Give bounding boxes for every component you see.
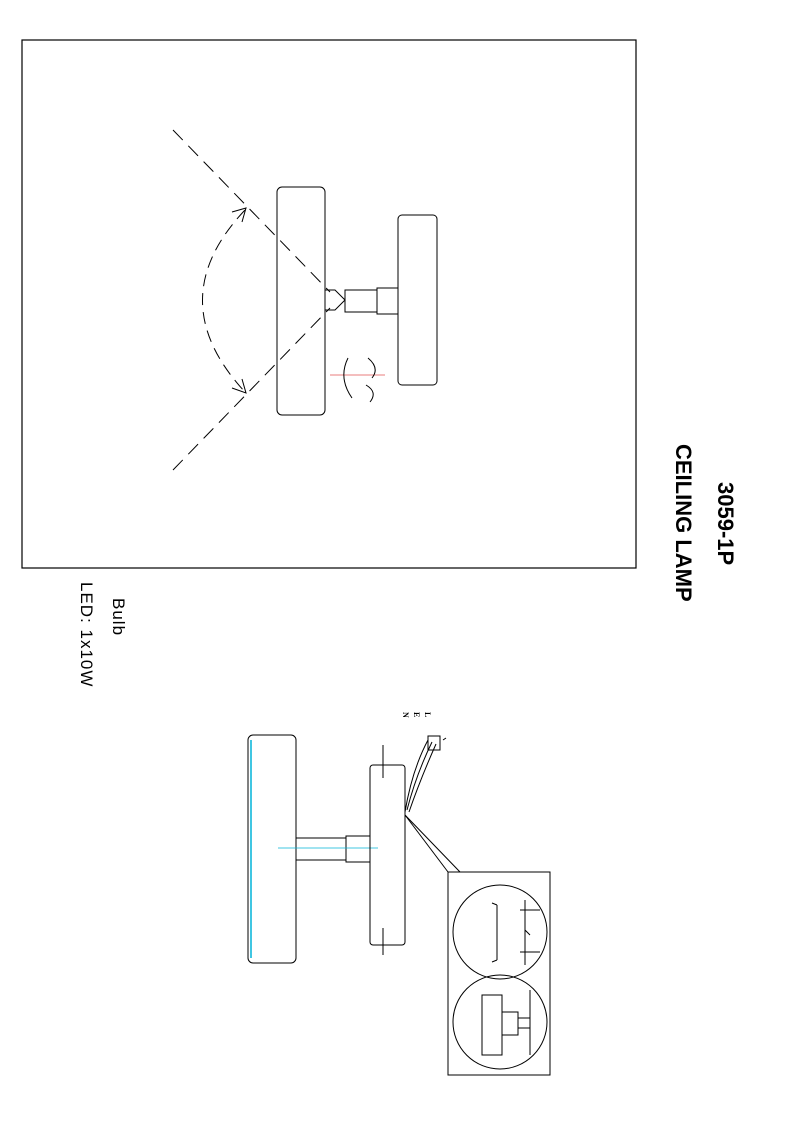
stem-side [295, 837, 347, 861]
ceiling-mount [397, 214, 438, 386]
mount-plate [481, 994, 503, 1056]
stem-sleeve [376, 287, 399, 315]
detail-circle-mount [452, 884, 548, 980]
rotation-arrow-icon [365, 357, 376, 403]
terminal-block [501, 1011, 530, 1036]
beam-angle-line [172, 307, 331, 471]
wire-label-earth: E [412, 712, 421, 718]
stem-sleeve-side [345, 835, 371, 863]
bulb-label: Bulb [109, 598, 128, 637]
leader-line [404, 814, 461, 873]
rotation-arrow-icon [343, 357, 353, 399]
tilt-arc [202, 209, 246, 393]
arrow-head [231, 207, 247, 223]
leader-line [404, 814, 449, 873]
lamp-head-side [247, 734, 297, 964]
lamp-head [276, 186, 326, 416]
detail-circle-wiring [452, 974, 548, 1070]
drawing-frame [21, 39, 637, 569]
detail-inset [447, 871, 551, 1076]
bracket [491, 902, 540, 963]
wire-label-neutral: N [401, 712, 410, 718]
beam-angle-line [172, 129, 331, 293]
wire-label-live: L [423, 712, 432, 718]
wires [404, 739, 437, 813]
model-number: 3059-1P [713, 482, 738, 566]
connector [427, 735, 447, 751]
product-name: CEILING LAMP [671, 444, 696, 602]
bulb-spec: LED: 1x10W [77, 582, 96, 688]
arrow-head [231, 378, 247, 394]
joint [325, 289, 346, 311]
stem [344, 289, 378, 313]
ceiling-mount-side [369, 764, 406, 946]
